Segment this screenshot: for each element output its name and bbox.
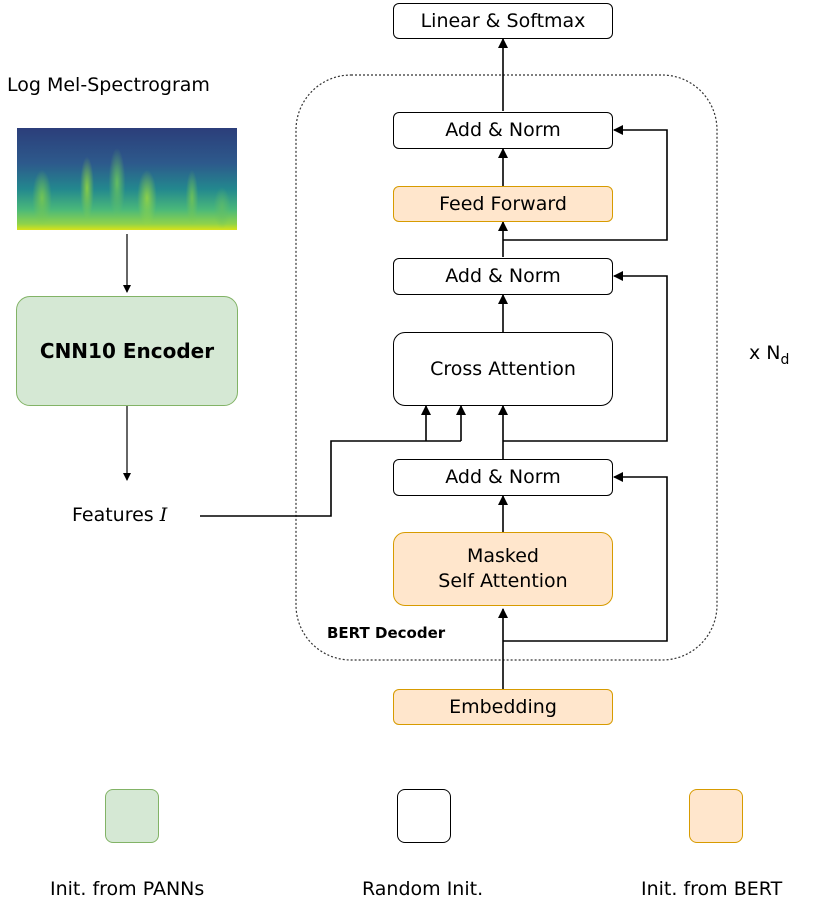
self-attention-label: Self Attention bbox=[438, 570, 568, 592]
input-label: Log Mel-Spectrogram bbox=[7, 74, 210, 96]
legend-label-random: Random Init. bbox=[362, 878, 484, 900]
repeat-subscript: d bbox=[780, 351, 790, 368]
features-line bbox=[200, 440, 461, 517]
add-norm-top-label: Add & Norm bbox=[445, 119, 561, 142]
residual-3 bbox=[503, 125, 668, 241]
features-label: Features I bbox=[72, 504, 167, 526]
cross-attention-label: Cross Attention bbox=[430, 357, 576, 380]
add-norm-mid-label: Add & Norm bbox=[445, 265, 561, 288]
linear-softmax-block: Linear & Softmax bbox=[393, 3, 613, 39]
residual-1 bbox=[503, 472, 668, 642]
add-norm-low-label: Add & Norm bbox=[445, 466, 561, 489]
feed-forward-block: Feed Forward bbox=[393, 186, 613, 222]
cnn10-encoder-block: CNN10 Encoder bbox=[16, 296, 238, 406]
features-symbol: I bbox=[159, 504, 168, 526]
legend-swatch-panns bbox=[105, 789, 159, 843]
legend-swatch-bert bbox=[689, 789, 743, 843]
add-norm-top-block: Add & Norm bbox=[393, 112, 613, 149]
embedding-block: Embedding bbox=[393, 689, 613, 725]
masked-self-attention-block: Masked Self Attention bbox=[393, 532, 613, 606]
cnn10-encoder-label: CNN10 Encoder bbox=[39, 339, 215, 363]
repeat-label: x Nd bbox=[749, 342, 789, 368]
masked-label: Masked bbox=[466, 545, 539, 568]
spectrogram-image bbox=[17, 128, 237, 230]
linear-softmax-label: Linear & Softmax bbox=[420, 9, 586, 32]
add-norm-low-block: Add & Norm bbox=[393, 459, 613, 496]
features-text: Features bbox=[72, 504, 154, 526]
repeat-text: x N bbox=[749, 342, 781, 364]
legend-label-panns: Init. from PANNs bbox=[50, 878, 205, 900]
feed-forward-label: Feed Forward bbox=[439, 192, 567, 215]
residual-2 bbox=[503, 271, 668, 442]
cross-attention-block: Cross Attention bbox=[393, 332, 613, 406]
embedding-label: Embedding bbox=[449, 695, 557, 718]
add-norm-mid-block: Add & Norm bbox=[393, 258, 613, 295]
legend-label-bert: Init. from BERT bbox=[641, 878, 783, 900]
decoder-container bbox=[295, 74, 718, 661]
legend-swatch-random bbox=[397, 789, 451, 843]
decoder-title: BERT Decoder bbox=[327, 624, 446, 642]
